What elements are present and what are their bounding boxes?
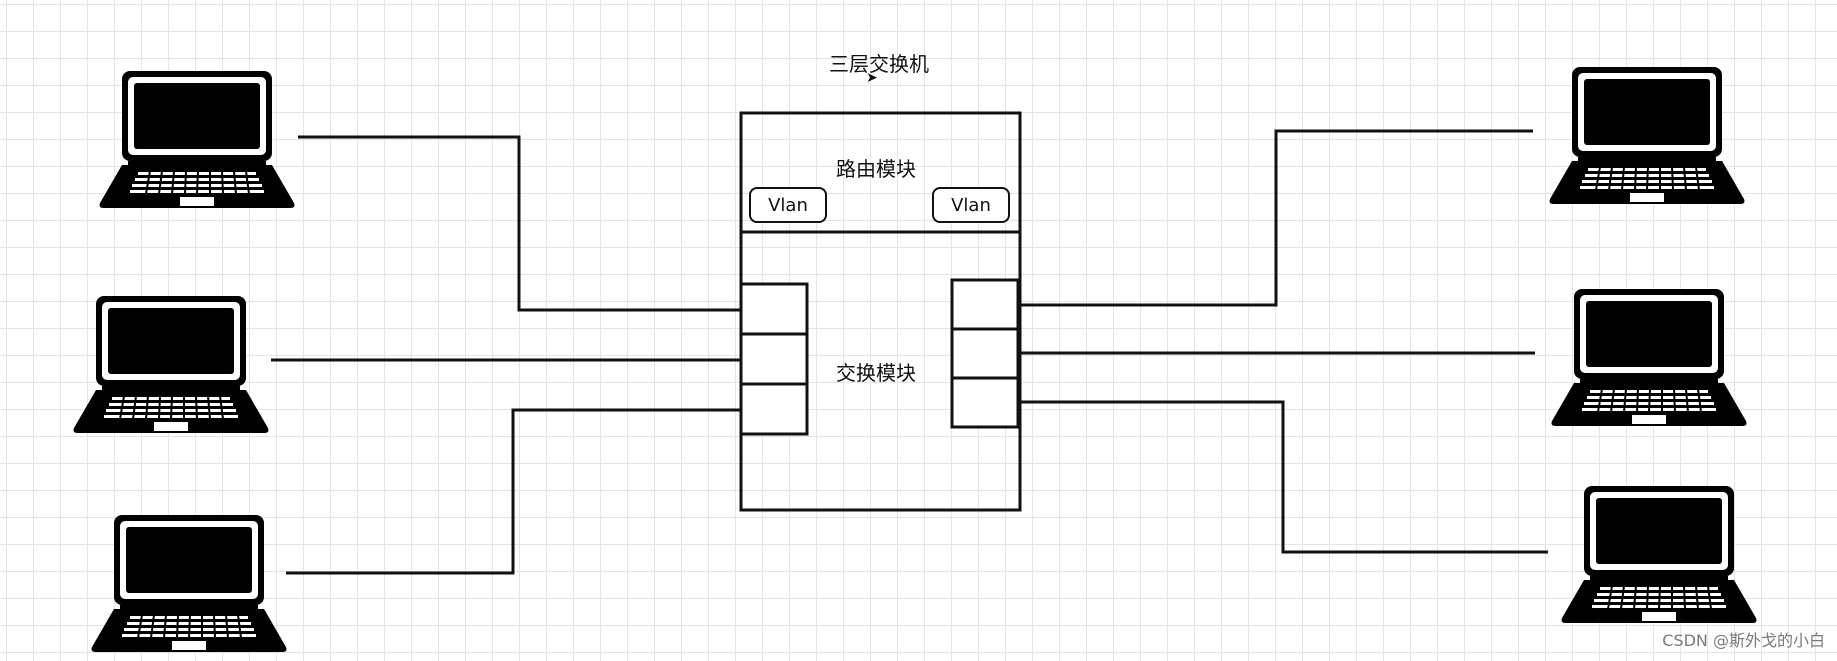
laptop-icon: [1550, 288, 1748, 427]
right-port: [950, 376, 1020, 429]
diagram-title: 三层交换机: [829, 52, 929, 76]
left-port: [739, 332, 809, 386]
switching-module-label: 交换模块: [836, 361, 916, 385]
laptop-icon: [1560, 485, 1758, 624]
watermark: CSDN @斯外戈的小白: [1662, 631, 1825, 650]
laptop-icon: [90, 514, 288, 653]
routing-module-label: 路由模块: [836, 157, 916, 181]
left-port: [739, 282, 809, 336]
connection-line: [286, 408, 741, 575]
laptop-icon: [72, 295, 270, 434]
mouse-cursor-icon: ➤: [866, 70, 878, 86]
vlan-left-box: Vlan: [749, 187, 827, 223]
connection-line: [1020, 400, 1548, 554]
laptop-icon: [1548, 66, 1746, 205]
left-port: [739, 382, 809, 436]
vlan-right-box: Vlan: [932, 187, 1010, 223]
right-port: [950, 278, 1020, 331]
connection-line: [1020, 129, 1533, 307]
connection-line: [298, 135, 741, 312]
right-port: [950, 327, 1020, 380]
laptop-icon: [98, 70, 296, 209]
